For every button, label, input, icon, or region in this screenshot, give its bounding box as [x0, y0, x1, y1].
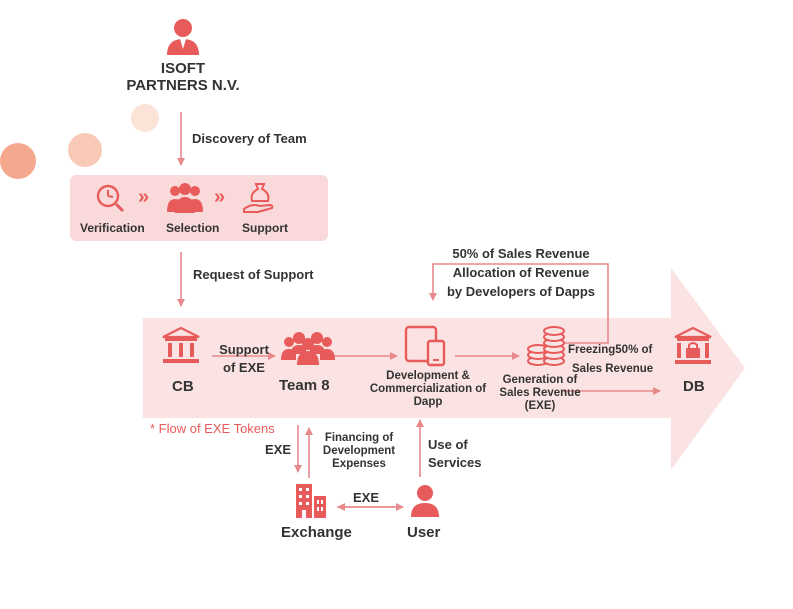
decor-dot-large [0, 143, 36, 179]
freeze-line2: Sales Revenue [572, 363, 654, 375]
financing-line3: Expenses [332, 458, 386, 470]
cb-label: CB [172, 378, 194, 395]
hand-money-icon [243, 183, 274, 213]
gen-line1: Generation of [502, 374, 578, 386]
gen-line3: (EXE) [524, 400, 556, 412]
revenue-line2: Allocation of Revenue [452, 265, 590, 280]
use-services-label: Use of Services [428, 436, 482, 472]
magnifier-clock-icon [96, 184, 125, 213]
financing-label: Financing of Development Expenses [316, 432, 402, 471]
gen-label: Generation of Sales Revenue (EXE) [494, 374, 586, 413]
support-exe-label: Support of EXE [212, 341, 276, 377]
verification-label: Verification [80, 221, 145, 235]
support-exe-line1: Support [219, 342, 269, 357]
decor-dot-medium [68, 133, 102, 167]
financing-line2: Development [322, 445, 396, 457]
person-icon [167, 19, 199, 55]
isoft-label: ISOFT PARTNERS N.V. [110, 60, 256, 94]
selection-label: Selection [166, 221, 220, 235]
chevron-right-icon-2: » [214, 186, 226, 208]
request-label: Request of Support [193, 267, 314, 282]
user-label: User [407, 524, 441, 541]
coins-icon [527, 326, 565, 366]
support-label: Support [242, 221, 288, 235]
freeze-line1: Freezing50% of [568, 344, 653, 356]
building-icon [296, 484, 326, 518]
revenue-line1: 50% of Sales Revenue [452, 246, 590, 261]
exe-left-label: EXE [265, 442, 292, 457]
use-line1: Use of [428, 437, 468, 452]
support-exe-line2: of EXE [223, 360, 265, 375]
use-line2: Services [428, 455, 482, 470]
db-label: DB [683, 378, 705, 395]
team-label: Team 8 [279, 377, 330, 394]
token-flow-note: * Flow of EXE Tokens [150, 421, 275, 436]
isoft-line1: ISOFT [160, 60, 206, 77]
bank-icon [162, 326, 200, 363]
chevron-right-icon: » [138, 186, 150, 208]
financing-line1: Financing of [324, 432, 394, 444]
bank-lock-icon [674, 326, 712, 364]
decor-dot-small [131, 104, 159, 132]
exchange-label: Exchange [281, 524, 352, 541]
dev-line1: Development & [386, 370, 470, 382]
exe-mid-label: EXE [353, 490, 380, 505]
team-icon [281, 332, 335, 365]
group-icon [167, 183, 203, 213]
user-icon [411, 485, 439, 517]
isoft-line2: PARTNERS N.V. [126, 77, 240, 94]
gen-line2: Sales Revenue [499, 387, 581, 399]
revenue-line3: by Developers of Dapps [446, 284, 596, 299]
discovery-label: Discovery of Team [192, 131, 307, 146]
dev-line2: Commercialization of [369, 383, 487, 395]
dev-line3: Dapp [413, 396, 443, 408]
dev-label: Development & Commercialization of Dapp [362, 370, 494, 409]
revenue-note: 50% of Sales Revenue Allocation of Reven… [428, 244, 614, 301]
devices-icon [404, 325, 446, 367]
freeze-label: Freezing50% of Sales Revenue [568, 341, 653, 379]
